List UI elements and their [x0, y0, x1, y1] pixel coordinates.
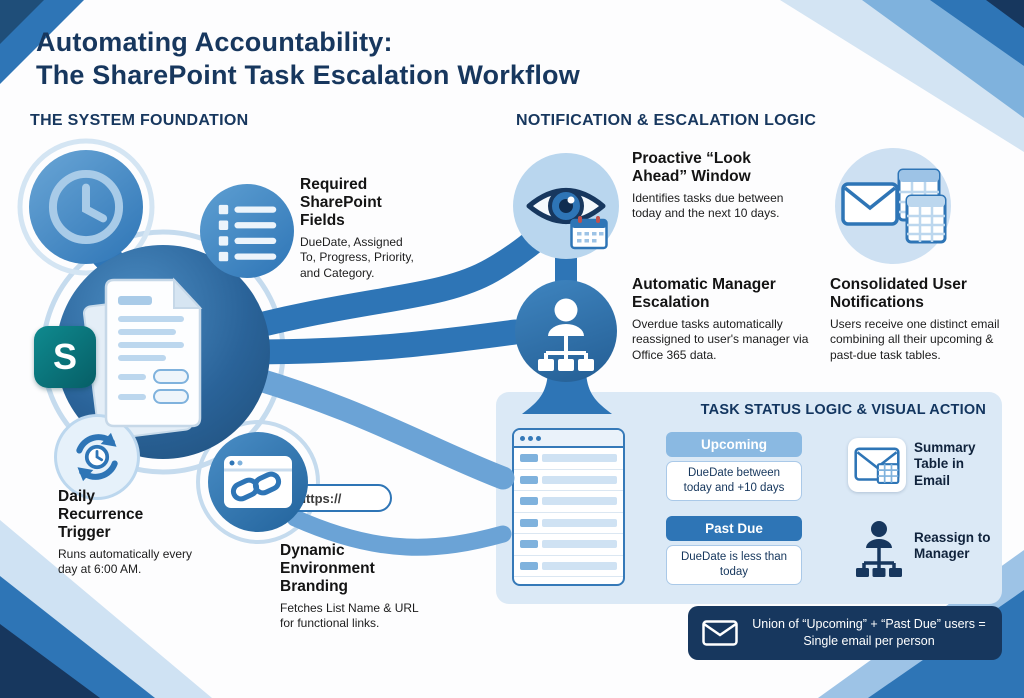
trigger-title: Daily Recurrence Trigger [58, 488, 144, 541]
upcoming-badge: Upcoming [666, 432, 802, 457]
table-row [514, 491, 623, 513]
envelope-table-icon [854, 447, 900, 484]
table-row [514, 556, 623, 577]
browser-dot [528, 435, 533, 441]
task-status-panel: TASK STATUS LOGIC & VISUAL ACTION Upcomi… [496, 392, 1002, 604]
table-row [514, 448, 623, 470]
notification-heading: NOTIFICATION & ESCALATION LOGIC [516, 112, 817, 129]
bullet-list-icon [218, 204, 277, 262]
browser-chrome [514, 430, 623, 448]
escalation-circle [515, 280, 617, 382]
reassign-org-icon [852, 518, 906, 578]
org-chart-person-icon [538, 298, 594, 371]
consolidated-circle [835, 148, 951, 264]
link-browser-icon [224, 456, 292, 508]
foundation-heading: THE SYSTEM FOUNDATION [30, 112, 249, 129]
escalation-desc: Overdue tasks automatically reassigned t… [632, 316, 809, 362]
title-line-2: The SharePoint Task Escalation Workflow [36, 59, 580, 90]
browser-dot [536, 435, 541, 441]
union-banner: Union of “Upcoming” + “Past Due” users =… [688, 606, 1002, 660]
branding-title: Dynamic Environment Branding [280, 542, 375, 595]
task-status-heading: TASK STATUS LOGIC & VISUAL ACTION [700, 402, 986, 418]
fields-text: Required SharePoint Fields DueDate, Assi… [300, 176, 428, 281]
branding-desc: Fetches List Name & URL for functional l… [280, 600, 419, 631]
summary-email-icon [848, 438, 906, 492]
reassign-label: Reassign to Manager [914, 530, 991, 562]
past-due-rule: DueDate is less than today [666, 545, 802, 585]
task-document-icon [98, 276, 208, 430]
trigger-desc: Runs automatically every day at 6:00 AM. [58, 546, 193, 577]
consolidated-title: Consolidated User Notifications [830, 276, 967, 311]
clock-circle [29, 150, 143, 264]
sharepoint-logo: S [34, 326, 96, 388]
sharepoint-letter: S [52, 336, 77, 377]
table-row [514, 534, 623, 556]
table-row [514, 470, 623, 491]
fields-list-circle [200, 184, 294, 278]
consolidated-desc: Users receive one distinct email combini… [830, 316, 1000, 362]
branding-text: Dynamic Environment Branding Fetches Lis… [280, 542, 440, 632]
browser-dot [520, 435, 525, 441]
clock-icon [48, 169, 124, 245]
consolidated-text: Consolidated User Notifications Users re… [830, 276, 1008, 363]
lookahead-title: Proactive “Look Ahead” Window [632, 150, 751, 185]
lookahead-text: Proactive “Look Ahead” Window Identifies… [632, 150, 807, 222]
branding-circle [208, 432, 308, 532]
page-title: Automating Accountability: The SharePoin… [36, 26, 580, 92]
upcoming-rule: DueDate between today and +10 days [666, 461, 802, 501]
escalation-title: Automatic Manager Escalation [632, 276, 776, 311]
union-note: Union of “Upcoming” + “Past Due” users =… [752, 617, 986, 648]
envelope-icon [702, 620, 738, 646]
fields-title: Required SharePoint Fields [300, 176, 382, 229]
escalation-text: Automatic Manager Escalation Overdue tas… [632, 276, 817, 363]
fields-desc: DueDate, Assigned To, Progress, Priority… [300, 234, 414, 280]
corner-top-right [780, 0, 1024, 152]
trigger-text: Daily Recurrence Trigger Runs automatica… [58, 488, 218, 578]
title-line-1: Automating Accountability: [36, 27, 393, 57]
past-due-badge: Past Due [666, 516, 802, 541]
task-list-mockup [512, 428, 625, 586]
calendar-icon [570, 214, 608, 250]
email-tables-icon [841, 168, 947, 244]
lookahead-desc: Identifies tasks due between today and t… [632, 190, 784, 221]
summary-label: Summary Table in Email [914, 440, 976, 488]
table-row [514, 513, 623, 534]
